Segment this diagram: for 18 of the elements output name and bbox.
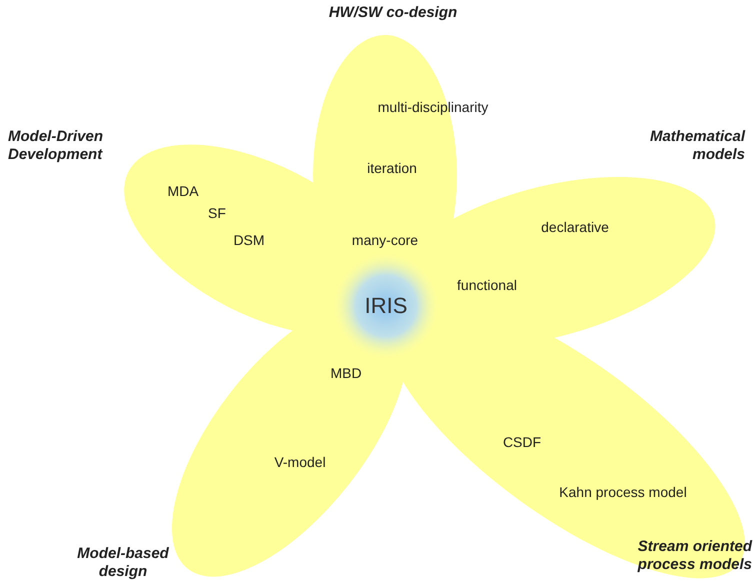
keyword-label: declarative [541, 219, 609, 235]
petal-heading: Model-Driven Development [8, 128, 104, 164]
center-label: IRIS [364, 293, 408, 319]
keyword-label: multi-disciplinarity [378, 99, 488, 115]
petal-heading: HW/SW co-design [328, 4, 458, 22]
petal-heading: Mathematical models [648, 128, 745, 164]
keyword-label: DSM [233, 232, 265, 248]
keyword-label: iteration [367, 160, 417, 176]
keyword-label: V-model [274, 454, 326, 470]
keyword-label: MBD [330, 365, 362, 381]
petal-heading: Stream oriented process models [636, 538, 752, 574]
keyword-label: many-core [352, 232, 418, 248]
petal-heading: Model-based design [76, 545, 170, 581]
keyword-label: MDA [167, 183, 199, 199]
keyword-label: functional [457, 277, 517, 293]
keyword-label: CSDF [502, 434, 542, 450]
keyword-label: SF [208, 205, 226, 221]
keyword-label: Kahn process model [559, 484, 687, 500]
